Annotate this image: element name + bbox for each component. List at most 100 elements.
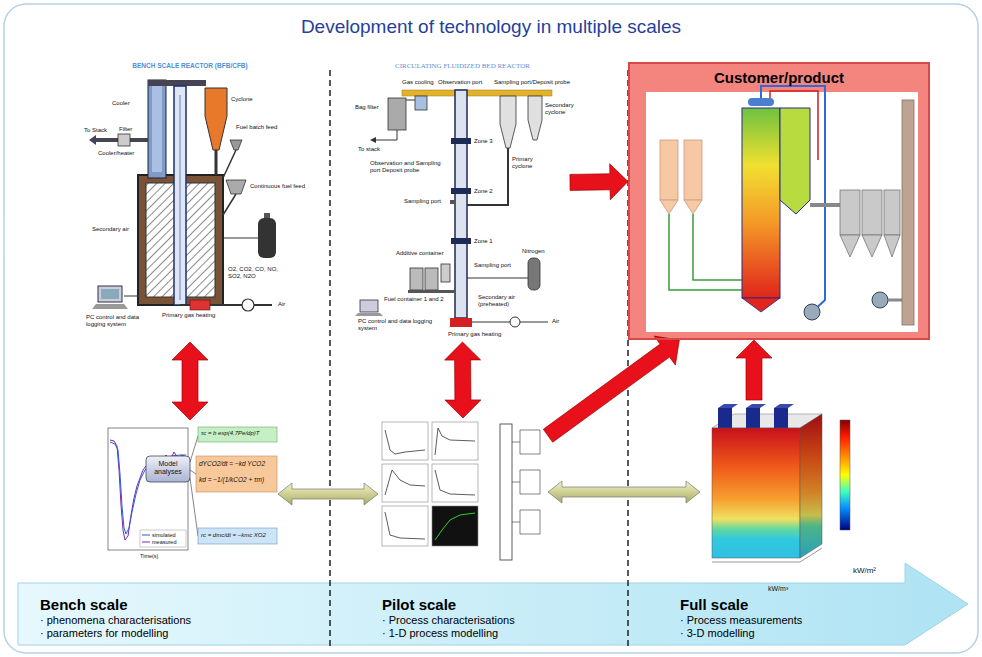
schematic-part: [520, 470, 540, 494]
fuel-container: [410, 268, 423, 290]
stage-bullet: · 1-D process modelling: [382, 627, 618, 640]
page-frame: [4, 4, 978, 653]
plot-panel: [382, 464, 428, 502]
part-label: Sampling port: [474, 262, 511, 269]
equation-box: [198, 427, 277, 442]
stack-line: [376, 130, 397, 140]
part-label: PC control and data logging system: [86, 314, 156, 328]
product-box: Customer/product: [628, 62, 930, 340]
part-label: Sampling port/Deposit probe: [494, 79, 570, 86]
equation: τc = b exp(4.7Pe/dp)T: [201, 430, 259, 437]
return-leg: [215, 150, 218, 175]
equation-box: [196, 456, 277, 492]
flow-arrow: [172, 342, 208, 420]
analyser-line: [223, 238, 258, 239]
filter-unit: [884, 190, 900, 235]
pc-keyboard: [355, 313, 383, 316]
part-label: Zone 1: [474, 238, 493, 245]
legend-sample: [142, 542, 150, 543]
part-label: Nitrogen: [522, 248, 545, 255]
part-label: Zone 3: [474, 138, 493, 145]
part-label: Primary cyclone: [512, 156, 544, 170]
link-arrow: [548, 481, 700, 503]
nitrogen-cylinder: [528, 258, 540, 290]
unit-label: kW/m³: [768, 585, 788, 593]
model-axis: [800, 548, 822, 562]
equation-box: [198, 528, 277, 544]
part-label: Fuel container 1 and 2: [384, 296, 444, 303]
silo-cone: [684, 200, 702, 214]
gas-heater: [190, 300, 210, 310]
model-box: [146, 456, 190, 482]
filter-hopper: [840, 235, 860, 257]
cooler: [148, 80, 166, 178]
part-label: Continuous fuel feed: [250, 183, 305, 190]
nitrogen-line: [467, 278, 528, 279]
pointer-line: [190, 470, 196, 474]
flow-arrow: [445, 342, 481, 418]
cylinder-valve: [264, 213, 270, 218]
scale-stage: Full scale· Process measurements· 3-D mo…: [680, 596, 880, 642]
plot-panel: [382, 506, 428, 546]
plot-panel: [382, 422, 428, 460]
link-arrow: [278, 483, 378, 505]
plant-background: [646, 92, 918, 332]
primary-cyclone: [500, 96, 516, 148]
part-label: Additive container: [396, 250, 444, 257]
reactor-core: [180, 95, 181, 300]
gas-cylinder: [258, 218, 276, 258]
part-label: Secondary cyclone: [545, 102, 577, 116]
model-tab-top: [718, 404, 738, 408]
part-label: Cyclone: [231, 96, 253, 103]
cyclone: [205, 88, 227, 150]
part-label: Gas cooling: [402, 79, 434, 86]
fuel-container: [425, 268, 438, 290]
duct: [406, 100, 415, 101]
scale-stage: Bench scale· phenomena characterisations…: [40, 596, 310, 642]
flue-duct: [810, 203, 840, 207]
part-label: Fuel batch feed: [236, 124, 277, 131]
part-label: PC control and data logging system: [358, 318, 438, 332]
exhaust-arrowhead: [89, 135, 96, 145]
water-pipe: [761, 86, 825, 312]
3d-model: kW/m²: [700, 400, 880, 580]
fuel-silo: [684, 140, 702, 200]
fuel-silo: [660, 140, 678, 200]
model-label: Model analyses: [146, 460, 190, 476]
feed-pipe: [223, 150, 236, 178]
schematic-part: [520, 510, 540, 534]
plot-frame: [108, 428, 188, 550]
flow-arrow: [570, 164, 628, 200]
plot-panel: [432, 464, 478, 502]
equation: rc = dmc/dt = −kmc XO2: [201, 532, 266, 539]
divider-line: [329, 70, 331, 648]
legend-text: measured: [152, 539, 176, 545]
part-label: Primary gas heating: [448, 331, 501, 338]
stage-heading: Pilot scale: [382, 596, 618, 614]
loop-seal: [467, 148, 508, 205]
batch-feed-funnel: [230, 140, 242, 150]
flue-gas-duct: [402, 90, 552, 96]
part-label: Secondary air: [92, 226, 129, 233]
filter-unit: [862, 190, 882, 235]
plot-curve: [385, 430, 425, 454]
plot-curve: [385, 512, 425, 539]
part-label: Cooler: [112, 100, 130, 107]
schematic-line: [512, 442, 520, 443]
model-tab: [746, 408, 760, 428]
flue-duct: [888, 299, 902, 302]
part-label: Bag filter: [355, 104, 379, 111]
measured-curve: [110, 440, 186, 540]
model-tab-top: [746, 404, 766, 408]
scale-stage: Pilot scale· Process characterisations· …: [382, 596, 618, 642]
colour-bar: [840, 420, 850, 530]
riser: [455, 90, 467, 318]
steam-pipe: [770, 91, 818, 160]
part-label: Observation and Sampling port Deposit pr…: [370, 160, 442, 174]
blower: [242, 299, 254, 311]
gas-pipe: [148, 80, 206, 86]
pc-keyboard: [92, 304, 128, 309]
pc-monitor: [98, 286, 122, 302]
part-label: To Stack: [84, 127, 107, 134]
